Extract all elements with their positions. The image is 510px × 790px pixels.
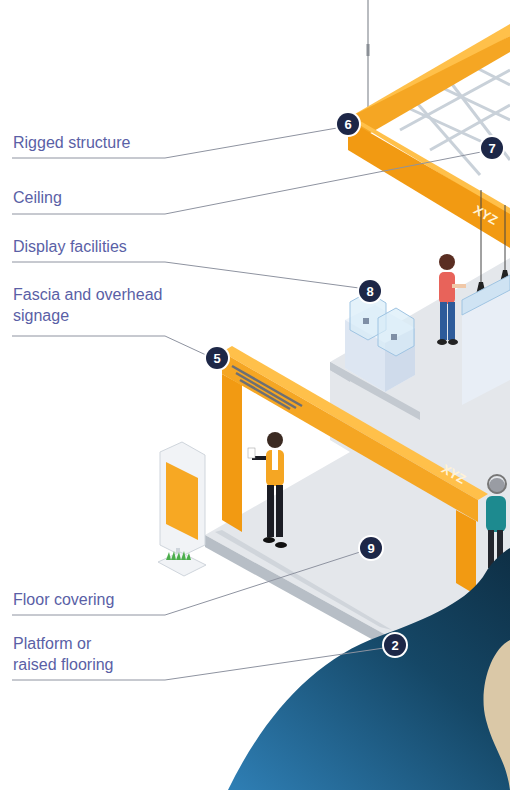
callout-number: 5 [206, 347, 228, 369]
callout-number: 2 [384, 634, 406, 656]
counter [462, 275, 510, 405]
callout-text: 9 [367, 542, 374, 555]
part-label: Display facilities [13, 236, 213, 257]
callout-text: 2 [391, 639, 398, 652]
staff-figure [248, 432, 287, 548]
leader-lines [12, 128, 481, 680]
callout-number: 8 [359, 280, 381, 302]
rigging-cable [367, 0, 368, 120]
decorative-shape [228, 548, 510, 790]
part-label: Rigged structure [13, 132, 213, 153]
sign-kiosk [158, 442, 206, 576]
part-label: Floor covering [13, 589, 213, 610]
callout-text: 7 [488, 142, 495, 155]
callout-number: 6 [337, 113, 359, 135]
part-label: Platform or raised flooring [13, 633, 135, 675]
part-label: Ceiling [13, 187, 213, 208]
fascia-arch [222, 346, 488, 595]
callout-number: 9 [360, 537, 382, 559]
callout-number: 7 [481, 137, 503, 159]
display-cases [345, 292, 415, 392]
callout-text: 8 [366, 285, 373, 298]
rigged-frame [348, 24, 510, 248]
cable-clamp [367, 44, 370, 56]
part-label: Fascia and overhead signage [13, 284, 178, 326]
callout-text: 6 [344, 118, 351, 131]
callout-text: 5 [213, 352, 220, 365]
visitor-figure [437, 254, 466, 345]
